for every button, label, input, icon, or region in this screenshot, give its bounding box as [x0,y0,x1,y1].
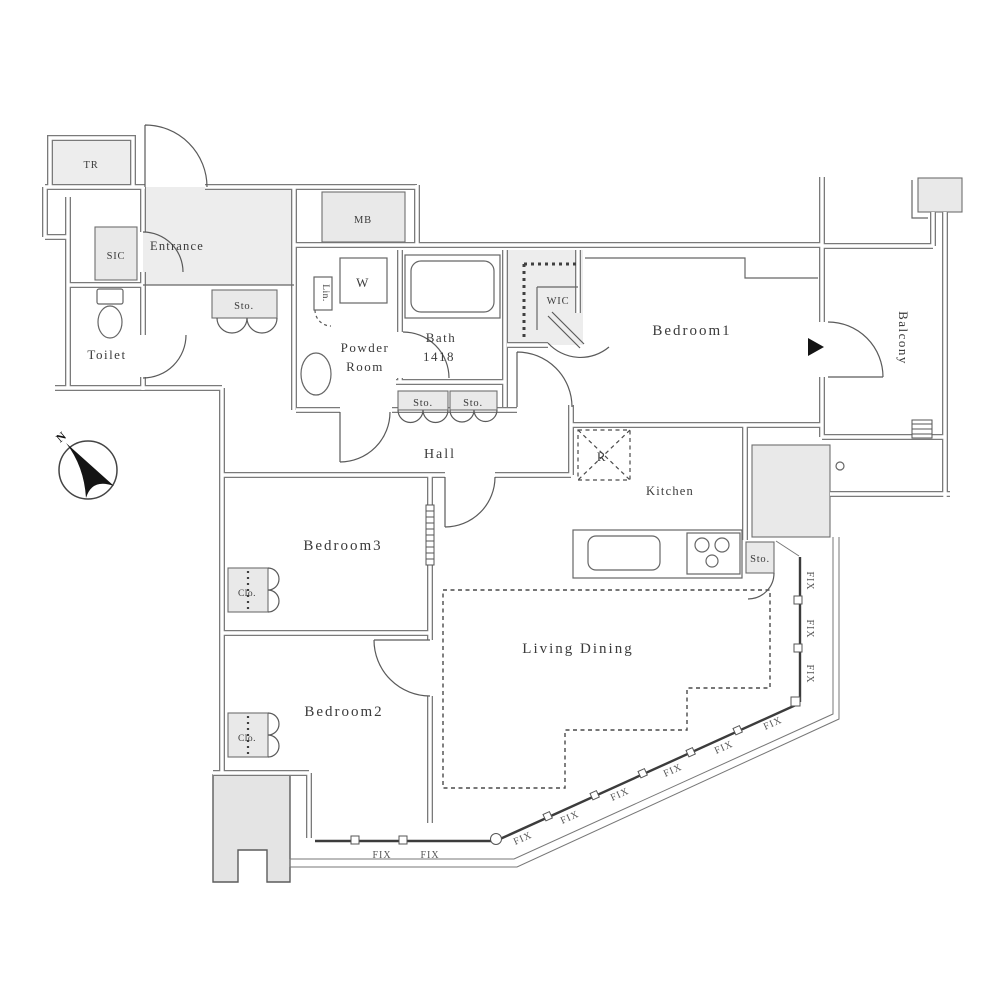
wic-dotted-rail [522,262,578,338]
burner-3 [705,554,719,568]
label-living-dining: Living Dining [522,641,633,657]
closet-bedroom3-bifold [267,567,280,613]
label-washer: W [356,275,370,290]
label-wic: WIC [547,296,570,307]
wic-shelf-lines [536,286,578,330]
bedroom1-door [516,351,573,408]
label-hall-storage-2: Sto. [463,398,483,409]
burner-1 [694,537,710,553]
label-trunk-room: TR [83,160,98,171]
wic-floor [507,250,583,345]
kitchen-storage-door [747,572,775,600]
label-powder-2: Room [346,359,384,374]
label-closet-bedroom2: Clo. [238,734,256,744]
bathtub-inner [410,260,495,313]
label-hall: Hall [424,447,456,462]
stove-top [686,532,741,575]
bedroom2-door [373,639,431,697]
kitchen-storage-box [745,541,775,574]
label-toilet: Toilet [87,347,126,362]
label-bedroom1: Bedroom1 [652,323,731,339]
fixtures-and-casework [94,180,933,758]
compass-circle [58,440,118,500]
fix-window-label: FIX [804,664,815,683]
window-sill-lines [289,537,840,868]
label-bath: Bath [426,330,457,345]
balcony-direction-marker [808,338,824,356]
label-kitchen: Kitchen [646,484,694,498]
sic-door [142,231,184,273]
linen-door [314,309,332,327]
pipe-shaft-block [751,444,831,538]
refrigerator-space [577,429,631,481]
fix-window-label: FIX [804,619,815,638]
label-linen: Lin. [320,284,330,302]
meter-box [321,191,406,243]
balcony-box-step [911,180,928,219]
label-hall-storage-1: Sto. [413,398,433,409]
label-closet-bedroom3: Clo. [238,589,256,599]
glass-corner-post [490,833,502,845]
north-label: N [53,429,69,446]
entrance-floor [143,187,294,285]
washer-space [339,257,388,304]
burner-2 [714,537,730,553]
label-balcony: Balcony [896,311,911,365]
powder-sink [300,352,332,396]
trunk-room-floor [53,141,130,184]
label-bedroom2: Bedroom2 [304,704,383,720]
linen-cabinet [313,276,333,311]
fix-window-label: FIX [804,571,815,590]
kitchen-sink [587,535,661,571]
hall-storage-bifold [397,409,498,424]
fix-window-label: FIX [420,850,439,861]
label-refrigerator: R [597,449,607,464]
north-compass: N [53,429,118,500]
entrance-storage-box [211,289,278,319]
label-kitchen-storage: Sto. [750,554,770,565]
powder-room-door [339,411,391,463]
fix-window-label: FIX [372,850,391,861]
balcony-drain [835,461,845,471]
bath-door [402,331,450,379]
label-powder-1: Powder [341,340,390,355]
label-bedroom3: Bedroom3 [303,538,382,554]
balcony-step-hatch [911,419,933,439]
fix-window-glass [315,557,803,845]
entrance-storage-bifold [216,317,278,334]
balcony-service-box [917,177,963,213]
living-dining-door [444,476,496,528]
bedroom1-bulkhead [585,257,818,279]
bathtub-outer [404,254,501,319]
label-entrance: Entrance [150,239,204,253]
wic-corner-door [547,311,610,359]
label-meter-box: MB [354,215,372,226]
fix-window-labels: FIX FIX FIX FIX FIX FIX FIX FIX FIX FIX … [372,571,815,861]
balcony-door [827,321,884,378]
toilet-door [142,334,187,379]
kitchen-counter [572,529,743,579]
label-entrance-storage: Sto. [234,301,254,312]
label-bath-size: 1418 [423,349,455,364]
doors [142,124,884,758]
label-sic: SIC [107,251,126,262]
north-arrow [66,443,114,498]
room-labels: TR SIC Entrance Toilet Sto. MB Lin. W Po… [83,160,911,744]
fix-window-label: FIX [762,715,784,733]
entrance-door [144,124,208,188]
living-dining-boundary [442,589,771,789]
bedroom3-sliding-door [425,504,435,566]
structural-pillar [212,774,291,883]
sic-shelf [94,226,138,281]
toilet-tank [96,288,124,305]
toilet-bowl [97,305,123,339]
closet-bedroom2-bifold [267,712,280,758]
